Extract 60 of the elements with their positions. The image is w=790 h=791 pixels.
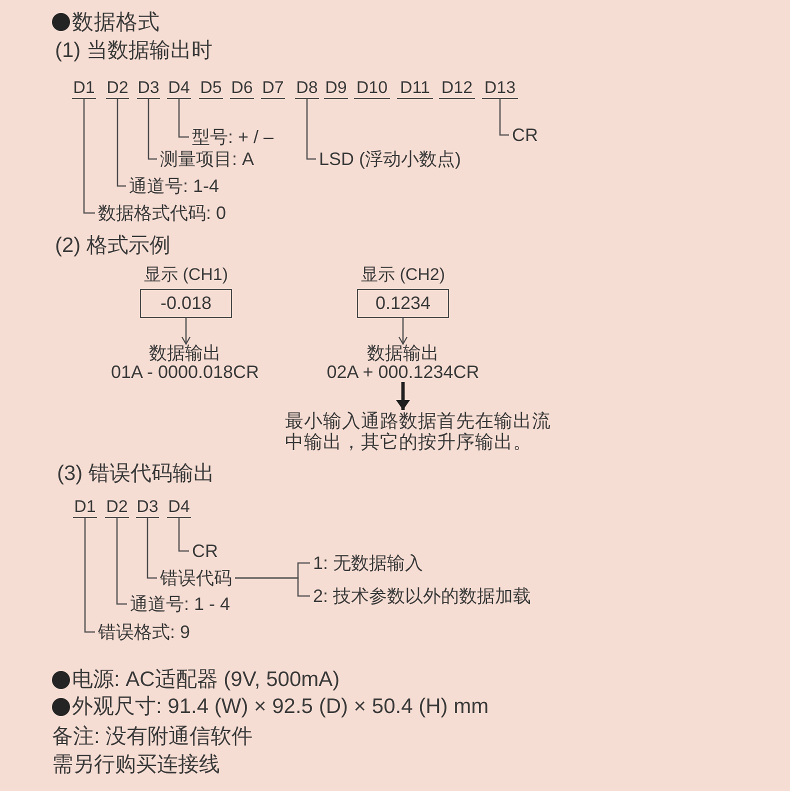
arrow [398,318,408,345]
display-readout: 0.1234 [357,289,449,318]
digit-label: D9 [324,78,348,99]
field-description: 通道号: 1-4 [126,175,222,197]
output-string: 01A - 0000.018CR [110,363,260,382]
section-heading: (3) 错误代码输出 [57,461,214,487]
digit-label: D3 [136,497,159,518]
leader-line [146,518,157,579]
spec-text: 外观尺寸: 91.4 (W) × 92.5 (D) × 50.4 (H) mm [72,694,489,720]
arrow [181,318,191,345]
field-description: 通道号: 1 - 4 [127,593,234,615]
digit-label: D1 [73,497,97,518]
display-caption: 显示 (CH2) [360,265,446,285]
digit-label: D11 [397,78,433,99]
digit-label: D4 [167,497,191,518]
bracket-line [235,577,310,597]
leader-line [178,518,189,552]
field-description: 2: 技术参数以外的数据加载 [310,585,534,607]
leader-line [306,99,316,160]
field-description: 数据格式代码: 0 [95,202,230,224]
digit-label: D3 [137,78,160,99]
digit-label: D5 [199,78,223,99]
digit-label: D6 [230,78,254,99]
remark-text: 需另行购买连接线 [52,752,220,778]
leader-line [148,99,157,160]
section-heading: (1) 当数据输出时 [55,38,212,64]
field-description: 测量项目: A [157,148,258,170]
digit-label: D13 [482,78,518,99]
leader-line [84,518,95,633]
field-description: CR [189,540,221,562]
note-text: 最小输入通路数据首先在输出流中输出，其它的按升序输出。 [285,410,554,452]
field-description: CR [509,124,541,146]
digit-label: D8 [295,78,319,99]
digit-label: D2 [106,78,129,99]
arrow [396,382,410,410]
digit-label: D2 [105,497,129,518]
field-description: 错误代码 [157,567,235,589]
remark-text: 备注: 没有附通信软件 [52,724,253,750]
digit-label: D12 [439,78,475,99]
spec-text: 电源: AC适配器 (9V, 500mA) [72,667,340,693]
display-readout: -0.018 [140,289,232,318]
output-caption: 数据输出 [367,344,439,363]
leader-line [83,99,95,214]
digit-label: D1 [72,78,96,99]
leader-line [116,99,126,187]
title: 数据格式 [72,9,160,36]
leader-line [178,99,189,138]
output-caption: 数据输出 [149,344,221,363]
field-description: LSD (浮动小数点) [316,148,464,170]
section-heading: (2) 格式示例 [55,233,170,259]
leader-line [499,99,509,136]
display-caption: 显示 (CH1) [144,265,228,285]
output-string: 02A + 000.1234CR [326,363,480,382]
field-description: 1: 无数据输入 [310,552,426,574]
digit-label: D4 [167,78,191,99]
field-description: 错误格式: 9 [95,621,194,643]
digit-label: D7 [261,78,285,99]
field-description: 型号: + / – [189,126,277,148]
leader-line [116,518,127,605]
digit-label: D10 [354,78,390,99]
